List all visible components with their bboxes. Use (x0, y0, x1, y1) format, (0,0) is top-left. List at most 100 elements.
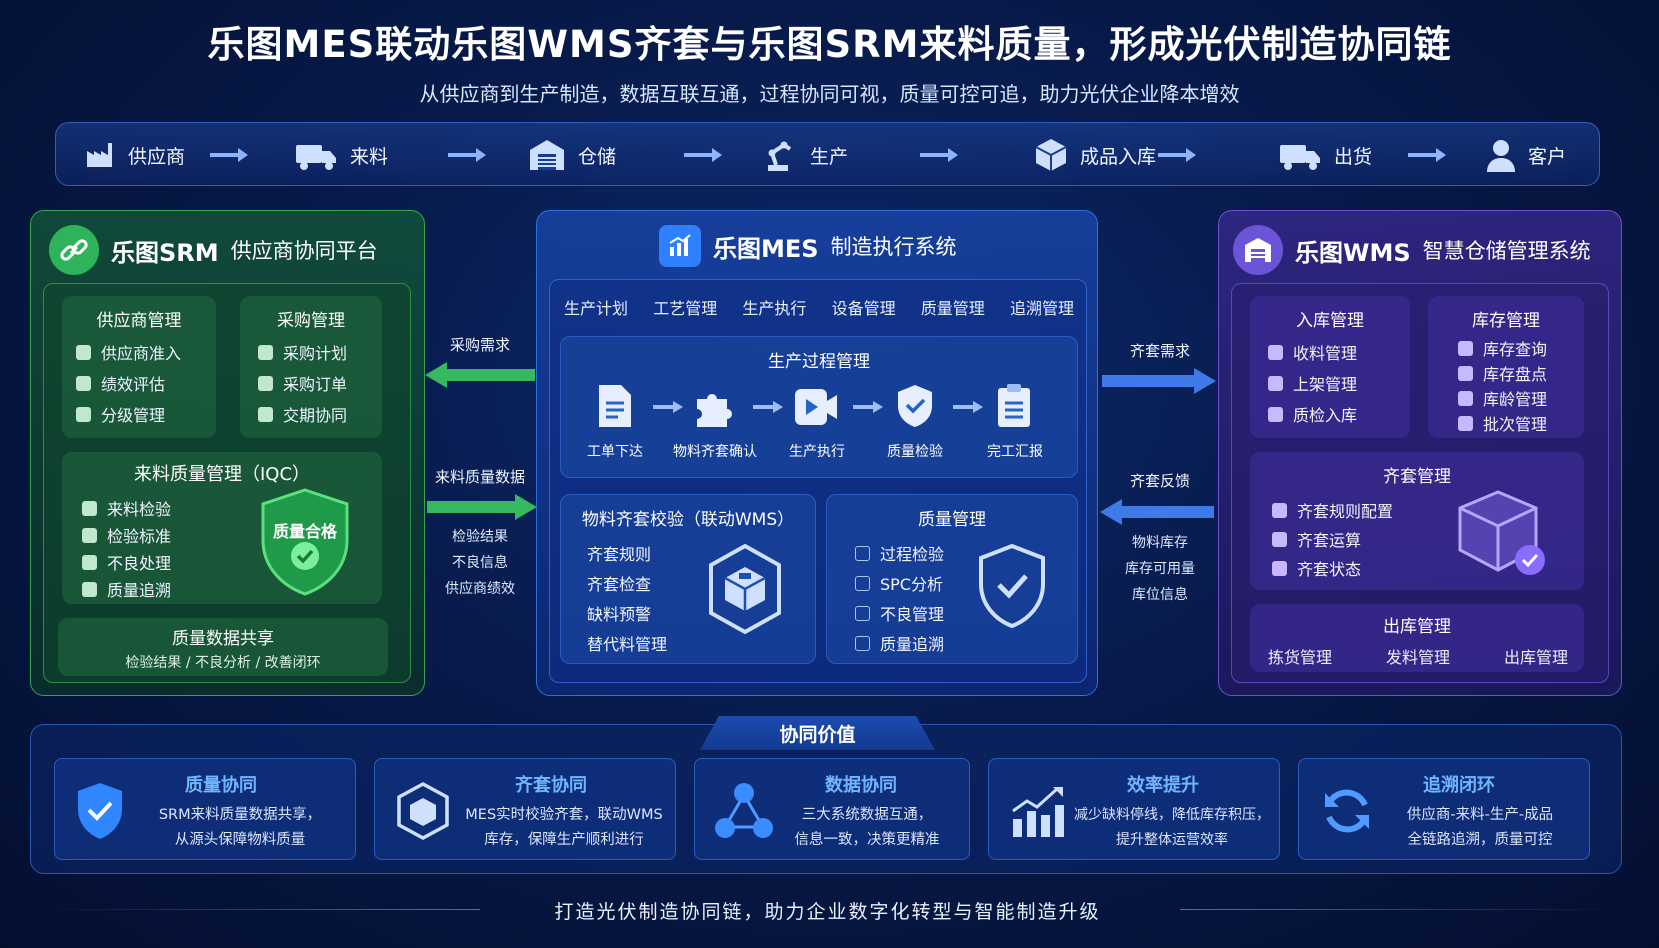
tab-production-execution[interactable]: 生产执行 (742, 299, 807, 318)
card-title: 入库管理 (1296, 311, 1364, 331)
list-item: 不良处理 (82, 550, 171, 574)
list-item: 采购订单 (258, 371, 347, 395)
tab-equipment-management[interactable]: 设备管理 (831, 299, 896, 318)
arrow-right-icon (753, 401, 783, 413)
kit-management-card: 齐套管理 齐套规则配置 齐套运算 齐套状态 (1250, 452, 1584, 590)
arrow-right (427, 494, 537, 520)
warehouse-icon (530, 140, 564, 170)
arrow-left (1100, 499, 1214, 525)
flow-step-finished-goods: 成品入库 (1034, 123, 1156, 187)
process-step-label: 工单下达 (587, 444, 643, 460)
mes-desc: 制造执行系统 (830, 235, 957, 259)
cube-icon (1035, 139, 1067, 171)
list-item: 缺料预警 (587, 605, 652, 624)
card-title: 物料齐套校验（联动WMS） (581, 510, 795, 530)
process-step-label: 物料齐套确认 (673, 444, 757, 460)
outbound-items: 拣货管理 发料管理 出库管理 (1268, 644, 1568, 668)
process-step-label: 生产执行 (789, 444, 845, 460)
srm-inner: 供应商管理 供应商准入 绩效评估 分级管理 采购管理 采购计划 采购订单 交期协… (43, 283, 411, 683)
warehouse-icon (1233, 225, 1283, 275)
document-icon (76, 375, 91, 391)
card-title: 齐套管理 (1383, 467, 1451, 487)
truck-icon (1280, 145, 1320, 170)
link-label-kit-demand: 齐套需求 (1129, 342, 1190, 360)
inbound-management-card: 入库管理 收料管理 上架管理 质检入库 (1250, 296, 1410, 438)
list-item: 出库管理 (1503, 648, 1568, 667)
arrow-right-icon (853, 401, 883, 413)
flow-step-production: 生产 (762, 123, 848, 187)
scan-icon (855, 545, 870, 561)
supplier-management-card: 供应商管理 供应商准入 绩效评估 分级管理 (62, 296, 216, 438)
tab-process-management[interactable]: 工艺管理 (653, 299, 718, 318)
cube-icon (1268, 375, 1283, 391)
shield-check-icon (261, 488, 349, 596)
list-item: 质量追溯 (855, 631, 944, 655)
list-item: 分级管理 (76, 402, 165, 426)
list-item: 不良管理 (855, 601, 944, 625)
check-icon (82, 500, 97, 516)
document-icon (258, 375, 273, 391)
srm-header: 乐图SRM 供应商协同平台 (49, 225, 378, 275)
value-card-efficiency: 效率提升 减少缺料停线，降低库存积压，提升整体运营效率 (988, 758, 1280, 860)
kit-check-card: 物料齐套校验（联动WMS） 齐套规则 齐套检查 缺料预警 替代料管理 (560, 494, 816, 664)
box-hexagon-icon (709, 543, 781, 635)
list-item: 库存查询 (1458, 336, 1547, 360)
wms-header: 乐图WMS 智慧仓储管理系统 (1233, 225, 1591, 275)
link-sub-label: 供应商绩效 (445, 581, 515, 597)
network-icon (715, 783, 773, 838)
mes-name: 乐图MES (713, 234, 819, 263)
list-item: 绩效评估 (76, 371, 165, 395)
value-card-data: 数据协同 三大系统数据互通，信息一致，决策更精准 (694, 758, 970, 860)
outbound-management-card: 出库管理 拣货管理 发料管理 出库管理 (1250, 604, 1584, 672)
value-card-title: 数据协同 (825, 775, 897, 796)
arrow-right-icon (653, 401, 683, 413)
mes-header: 乐图MES 制造执行系统 (659, 225, 957, 267)
flow-arrow (684, 148, 722, 162)
link-sub-label: 不良信息 (452, 555, 508, 571)
flow-arrow (448, 148, 486, 162)
mes-panel: 乐图MES 制造执行系统 生产计划 工艺管理 生产执行 设备管理 质量管理 追溯… (536, 210, 1098, 696)
process-step-label: 质量检验 (887, 444, 943, 460)
page-title: 乐图MES联动乐图WMS齐套与乐图SRM来料质量，形成光伏制造协同链 (207, 23, 1452, 66)
list-item: 交期协同 (258, 402, 347, 426)
list-item: 齐套检查 (587, 575, 652, 594)
list-item: 库龄管理 (1458, 386, 1547, 410)
stock-management-card: 库存管理 库存查询 库存盘点 库龄管理 批次管理 (1428, 296, 1584, 438)
cube-icon (1458, 390, 1473, 406)
shield-check-icon (898, 385, 932, 427)
mes-module-tabs: 生产计划 工艺管理 生产执行 设备管理 质量管理 追溯管理 (564, 290, 1074, 324)
list-item: SPC分析 (855, 571, 943, 595)
process-step-label: 完工汇报 (987, 444, 1043, 460)
value-card-desc: 供应商-来料-生产-成品全链路追溯，质量可控 (1406, 807, 1554, 848)
list-item: 拣货管理 (1268, 648, 1333, 667)
footer-divider (1180, 909, 1620, 910)
list-item: 检验标准 (82, 523, 171, 547)
card-title: 供应商管理 (96, 311, 182, 331)
tab-production-plan[interactable]: 生产计划 (564, 299, 629, 318)
people-icon (855, 605, 870, 621)
cube-icon (1272, 560, 1287, 576)
card-title: 质量管理 (918, 510, 986, 530)
tab-quality-management[interactable]: 质量管理 (920, 299, 985, 318)
quality-pass-badge: 质量合格 (272, 522, 337, 541)
refresh-cycle-icon (1325, 789, 1369, 833)
tab-traceability[interactable]: 追溯管理 (1009, 299, 1074, 318)
document-icon (258, 406, 273, 422)
value-card-title: 质量协同 (185, 775, 257, 796)
clipboard-icon (998, 384, 1030, 427)
flow-arrow (210, 148, 248, 162)
shield-check-icon (78, 783, 122, 839)
card-title: 采购管理 (277, 311, 345, 331)
srm-name: 乐图SRM (111, 238, 219, 267)
box-icon (397, 782, 449, 840)
link-sub-label: 物料库存 (1132, 535, 1188, 551)
flow-step-label: 来料 (350, 145, 389, 168)
robot-arm-icon (768, 141, 792, 171)
flow-step-shipping: 出货 (1278, 123, 1372, 187)
cube-icon (1268, 406, 1283, 422)
list-item: 齐套运算 (1272, 527, 1361, 551)
footer-divider (40, 909, 480, 910)
value-card-title: 追溯闭环 (1423, 775, 1495, 796)
value-card-quality: 质量协同 SRM来料质量数据共享，从源头保障物料质量 (54, 758, 356, 860)
